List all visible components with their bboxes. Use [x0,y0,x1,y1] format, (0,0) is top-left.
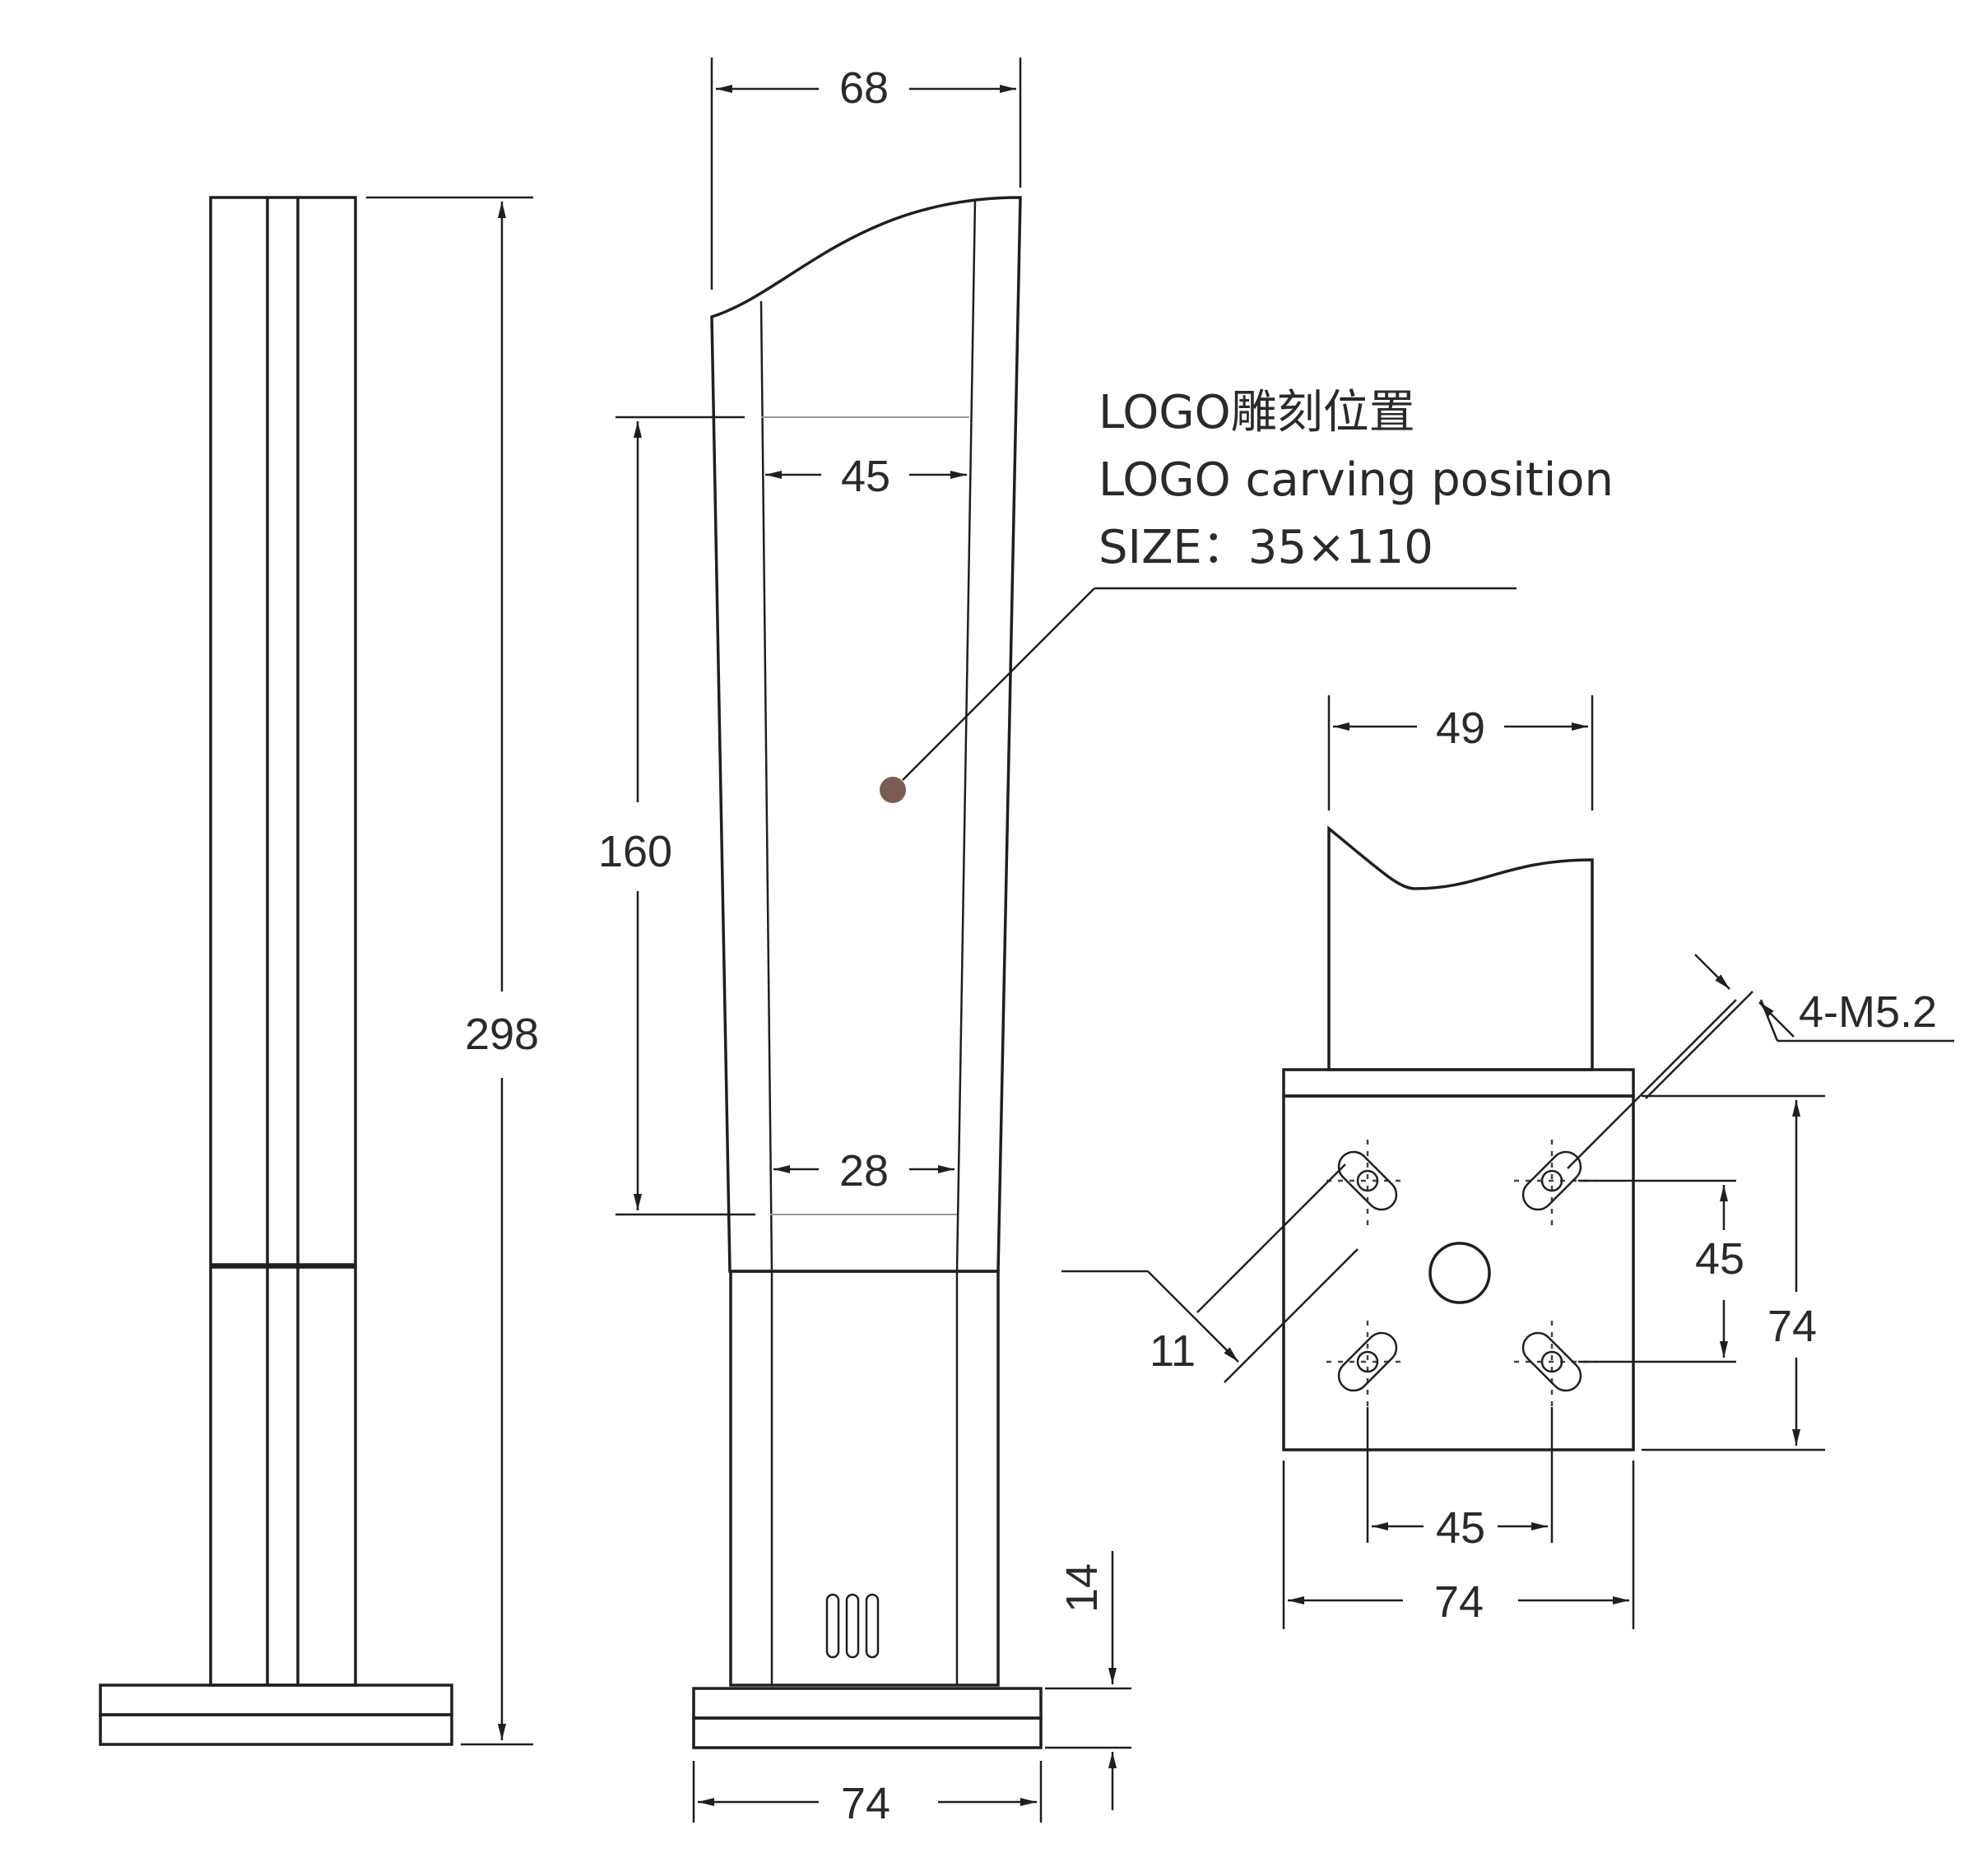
front-base-plate-top [692,1687,1043,1720]
front-inner-left [759,300,773,1272]
mounting-slot-top-left [1337,1150,1398,1211]
center-hole [1428,1242,1491,1304]
logo-note-line1: LOGO雕刻位置 [1099,386,1415,439]
side-view: 298 [99,196,539,1746]
dim-11-ext-2 [1224,1248,1359,1383]
logo-position-dot [880,777,906,803]
logo-note-line2: LOGO carving position [1099,453,1614,507]
side-base-plate-bottom [99,1713,453,1746]
mounting-slot-top-right [1521,1150,1582,1211]
dim-49-label: 49 [1436,704,1485,753]
mounting-slot-bottom-left [1337,1331,1398,1392]
dim-298-label: 298 [465,1010,539,1059]
thread-leader-2 [1645,991,1753,1099]
dim-14-label: 14 [1057,1563,1107,1613]
thread-arrow-1 [1694,954,1730,990]
logo-callout: LOGO雕刻位置 LOGO carving position SIZE：35×1… [880,386,1614,803]
front-base-section [729,1270,1000,1687]
front-base-plate-bottom [692,1716,1043,1749]
side-post-body [209,196,357,1266]
front-inner-right [955,199,977,1272]
thread-leader-tail [1759,999,1779,1042]
vent-slot [845,1593,860,1659]
thread-leader-1 [1567,999,1737,1169]
dim-11-ext-1 [1196,1163,1346,1313]
side-post-base-section [209,1266,357,1687]
dim-74-front-label: 74 [841,1779,890,1828]
dim-45h-label: 45 [1436,1503,1485,1553]
dim-11-leader-arrow [1147,1270,1239,1363]
dim-11-label: 11 [1150,1326,1196,1376]
dim-74h-label: 74 [1434,1577,1484,1627]
dim-74v-label: 74 [1767,1302,1817,1351]
vent-slot [825,1593,840,1659]
logo-note-line3: SIZE：35×110 [1099,521,1433,574]
plate-view: 49 4-M5.2 45 74 11 45 [1061,695,1954,1629]
dim-45-logo-label: 45 [841,452,890,501]
dim-160-label: 160 [598,827,672,876]
plate-post-profile [1327,825,1594,1071]
dim-68-label: 68 [839,63,889,113]
logo-leader-diagonal [902,587,1095,781]
plate-top-flange [1282,1068,1635,1098]
side-base-plate-top [99,1683,453,1716]
front-post-outline [710,196,1022,1273]
thread-spec-label: 4-M5.2 [1799,987,1937,1037]
vent-slot [865,1593,880,1659]
dim-28-logo-label: 28 [839,1146,889,1196]
front-view: 68 45 28 160 74 14 [598,58,1131,1828]
dim-45v-label: 45 [1695,1234,1744,1284]
base-plate [1282,1094,1635,1451]
